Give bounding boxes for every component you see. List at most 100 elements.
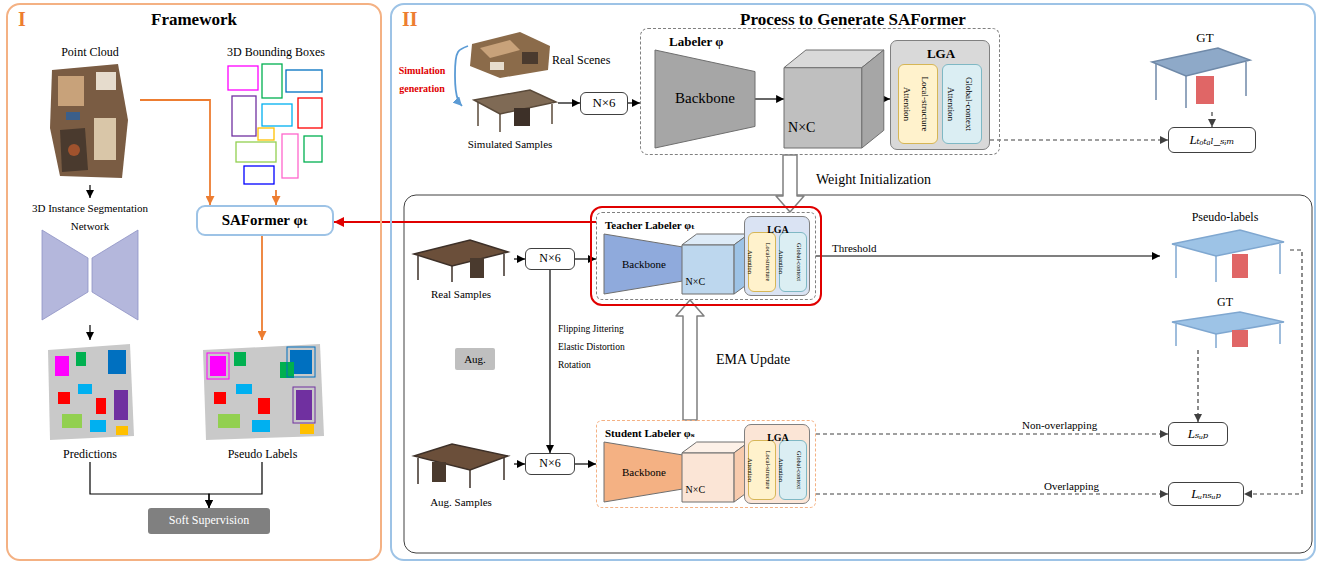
edge-label: Non-overlapping [1022, 419, 1097, 431]
simulated-sample-image [474, 90, 556, 132]
arrow-line [558, 102, 580, 103]
attention-box: Global-context Attention [942, 64, 982, 144]
point-cloud-image-part [68, 144, 80, 156]
text-slot: Pseudo-labels [1160, 207, 1290, 225]
augment-box: Aug. [455, 348, 495, 370]
text-slot: Aug. Samples [408, 492, 514, 510]
tensor-box: N×6 [525, 453, 575, 475]
ground-truth-image-part [1185, 76, 1187, 108]
predictions-image-part [55, 356, 69, 376]
edge-label: Weight Initialization [816, 172, 931, 187]
pseudo-labels-image-part [300, 424, 314, 434]
simulated-sample-image-part [499, 114, 501, 132]
backbone-trapezoid: Backbone [604, 442, 684, 502]
pseudo-labels-image-part [296, 390, 312, 420]
predictions-image-part [114, 390, 128, 420]
node-label: Backbone [622, 466, 666, 479]
node-label: Backbone [675, 90, 735, 107]
pseudo-labels-image-part [218, 414, 240, 428]
text-slot: Predictions [40, 444, 140, 462]
predictions-image-part [90, 420, 106, 432]
attention-label: Local-structure Attention [747, 243, 772, 281]
node-label: Real Samples [431, 288, 491, 300]
text-slot: II [402, 8, 442, 31]
text-slot: LGA [891, 44, 991, 62]
edge-label: Threshold [832, 242, 877, 254]
node-label: GT [1217, 295, 1233, 309]
simulated-sample-image-part [551, 104, 553, 124]
lga-box: LGA Local-structure Attention Global-conte… [890, 40, 990, 150]
rotated-slot: Local-structure Attention [744, 236, 780, 288]
bounding-boxes-image-part [228, 66, 258, 90]
node-label: Point Cloud [61, 45, 119, 59]
predictions-image-part [116, 426, 128, 435]
node-label: N×6 [592, 96, 615, 111]
text-slot: GT [1160, 292, 1290, 310]
image-node: 3D Bounding Boxes [222, 40, 330, 190]
attention-label: Global-context Attention [946, 77, 974, 131]
point-cloud-image-part [94, 118, 116, 160]
bounding-boxes-image-part [298, 98, 322, 128]
predictions-image-part [108, 350, 126, 374]
image-node: Simulated Samples [462, 84, 558, 152]
node-label: LGA [767, 224, 789, 235]
bounding-boxes-image-part [262, 64, 282, 98]
predictions-image [48, 344, 134, 440]
arrow-line [334, 221, 596, 223]
dashed-arrow [1197, 350, 1198, 422]
predictions-image-part [78, 384, 92, 394]
attention-box: Local-structure Attention [898, 64, 938, 144]
edge-label-slot: Weight Initialization [816, 170, 986, 188]
pseudo-label-image-part [1172, 230, 1284, 256]
bounding-boxes-image-part [304, 136, 322, 162]
ground-truth-image-part [1152, 48, 1250, 76]
pseudo-labels-image-part [210, 356, 226, 376]
text-slot: Framework [8, 10, 380, 30]
pseudo-label-image-part [1175, 246, 1177, 278]
arrow-line [209, 462, 262, 508]
node-label: 3D Instance Segmentation Network [32, 202, 148, 232]
lga-box: LGALocal-structure AttentionGlobal-conte… [744, 424, 810, 504]
tensor-box: N×6 [525, 248, 575, 270]
dashed-arrow [816, 433, 1168, 434]
arrow-line [575, 258, 596, 259]
arrow-line [261, 236, 263, 340]
bounding-boxes-image-part [258, 128, 274, 140]
feature-cube: N×C [682, 442, 749, 502]
attention-box: Global-context Attention [779, 232, 807, 292]
node-label: N×C [686, 484, 706, 496]
arrow-line [514, 258, 525, 259]
predictions-image-part [58, 392, 70, 404]
node-label: Pseudo Labels [228, 447, 298, 461]
attention-label: Global-context Attention [778, 451, 803, 489]
node-label: Pseudo-labels [1192, 210, 1259, 224]
text-slot: Student Labeler φₛ [605, 423, 755, 441]
bounding-boxes-image-part [236, 142, 276, 162]
node-label: Teacher Labeler φₜ [605, 219, 695, 231]
predictions-image-part [62, 414, 82, 428]
image-node: Predictions [40, 340, 140, 462]
shape-face [682, 453, 734, 502]
text-slot: Pseudo Labels [195, 444, 330, 462]
ground-truth-image-part [1232, 330, 1248, 347]
dashed-arrow [1211, 112, 1212, 127]
dashed-arrow [1244, 250, 1302, 494]
text-slot: Simulated Samples [462, 134, 558, 152]
image-node: Pseudo Labels [195, 340, 330, 462]
bounding-boxes-image [228, 64, 322, 184]
text-slot: Teacher Labeler φₜ [605, 215, 755, 233]
edge-label: Overlapping [1044, 480, 1099, 492]
loss-box: Lₜₒₜₐₗ_ₛᵢₘ [1168, 127, 1256, 153]
arrow-line [89, 185, 90, 198]
augmented-sample-image-part [417, 458, 419, 484]
dashed-arrow [990, 139, 1168, 140]
image-node: Point Cloud [40, 40, 140, 185]
pseudo-label-image-part [1215, 256, 1217, 282]
real-sample-image [414, 240, 508, 282]
attention-box: Local-structure Attention [748, 232, 776, 292]
text-slot: Process to Generate SAFormer [392, 10, 1314, 30]
arrow-line [90, 462, 209, 508]
predictions-image-part [76, 352, 86, 366]
segmentation-network-shape [42, 230, 138, 320]
node-label: Predictions [63, 447, 117, 461]
